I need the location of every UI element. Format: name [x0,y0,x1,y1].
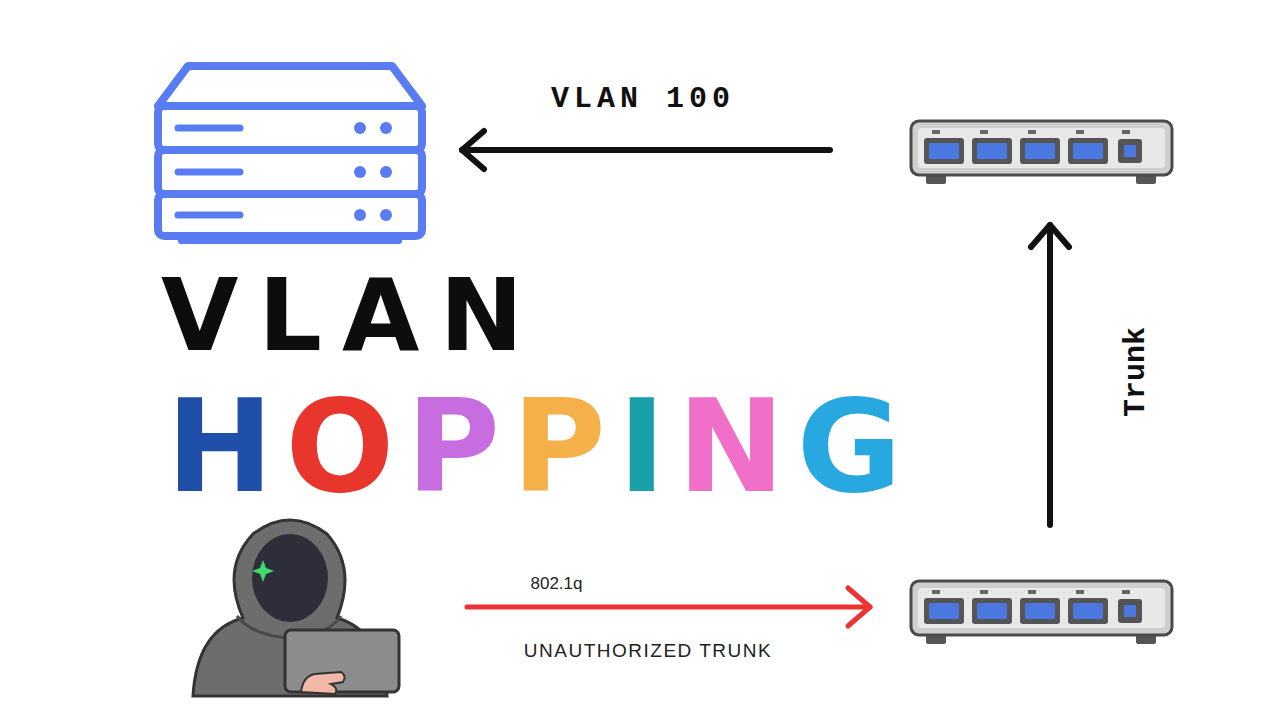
switch-icon [911,581,1172,644]
switch-node [908,118,1175,185]
title-word: HOPPING [166,377,913,518]
connector-arrow [462,131,830,169]
server-icon [158,66,422,244]
edge-label: VLAN 100 [548,83,738,116]
connector-arrow [1031,225,1069,525]
title-word: VLAN [161,261,543,371]
switch-icon [911,121,1172,184]
switch-node [908,578,1175,645]
hacker-figure [193,520,399,696]
connector-arrow [467,588,870,626]
edge-label: 802.1q [528,575,586,594]
server-node [148,58,432,248]
attacker-node [175,508,405,698]
edge-label: Trunk [1120,324,1153,420]
annotation-text: UNAUTHORIZED TRUNK [524,641,772,662]
